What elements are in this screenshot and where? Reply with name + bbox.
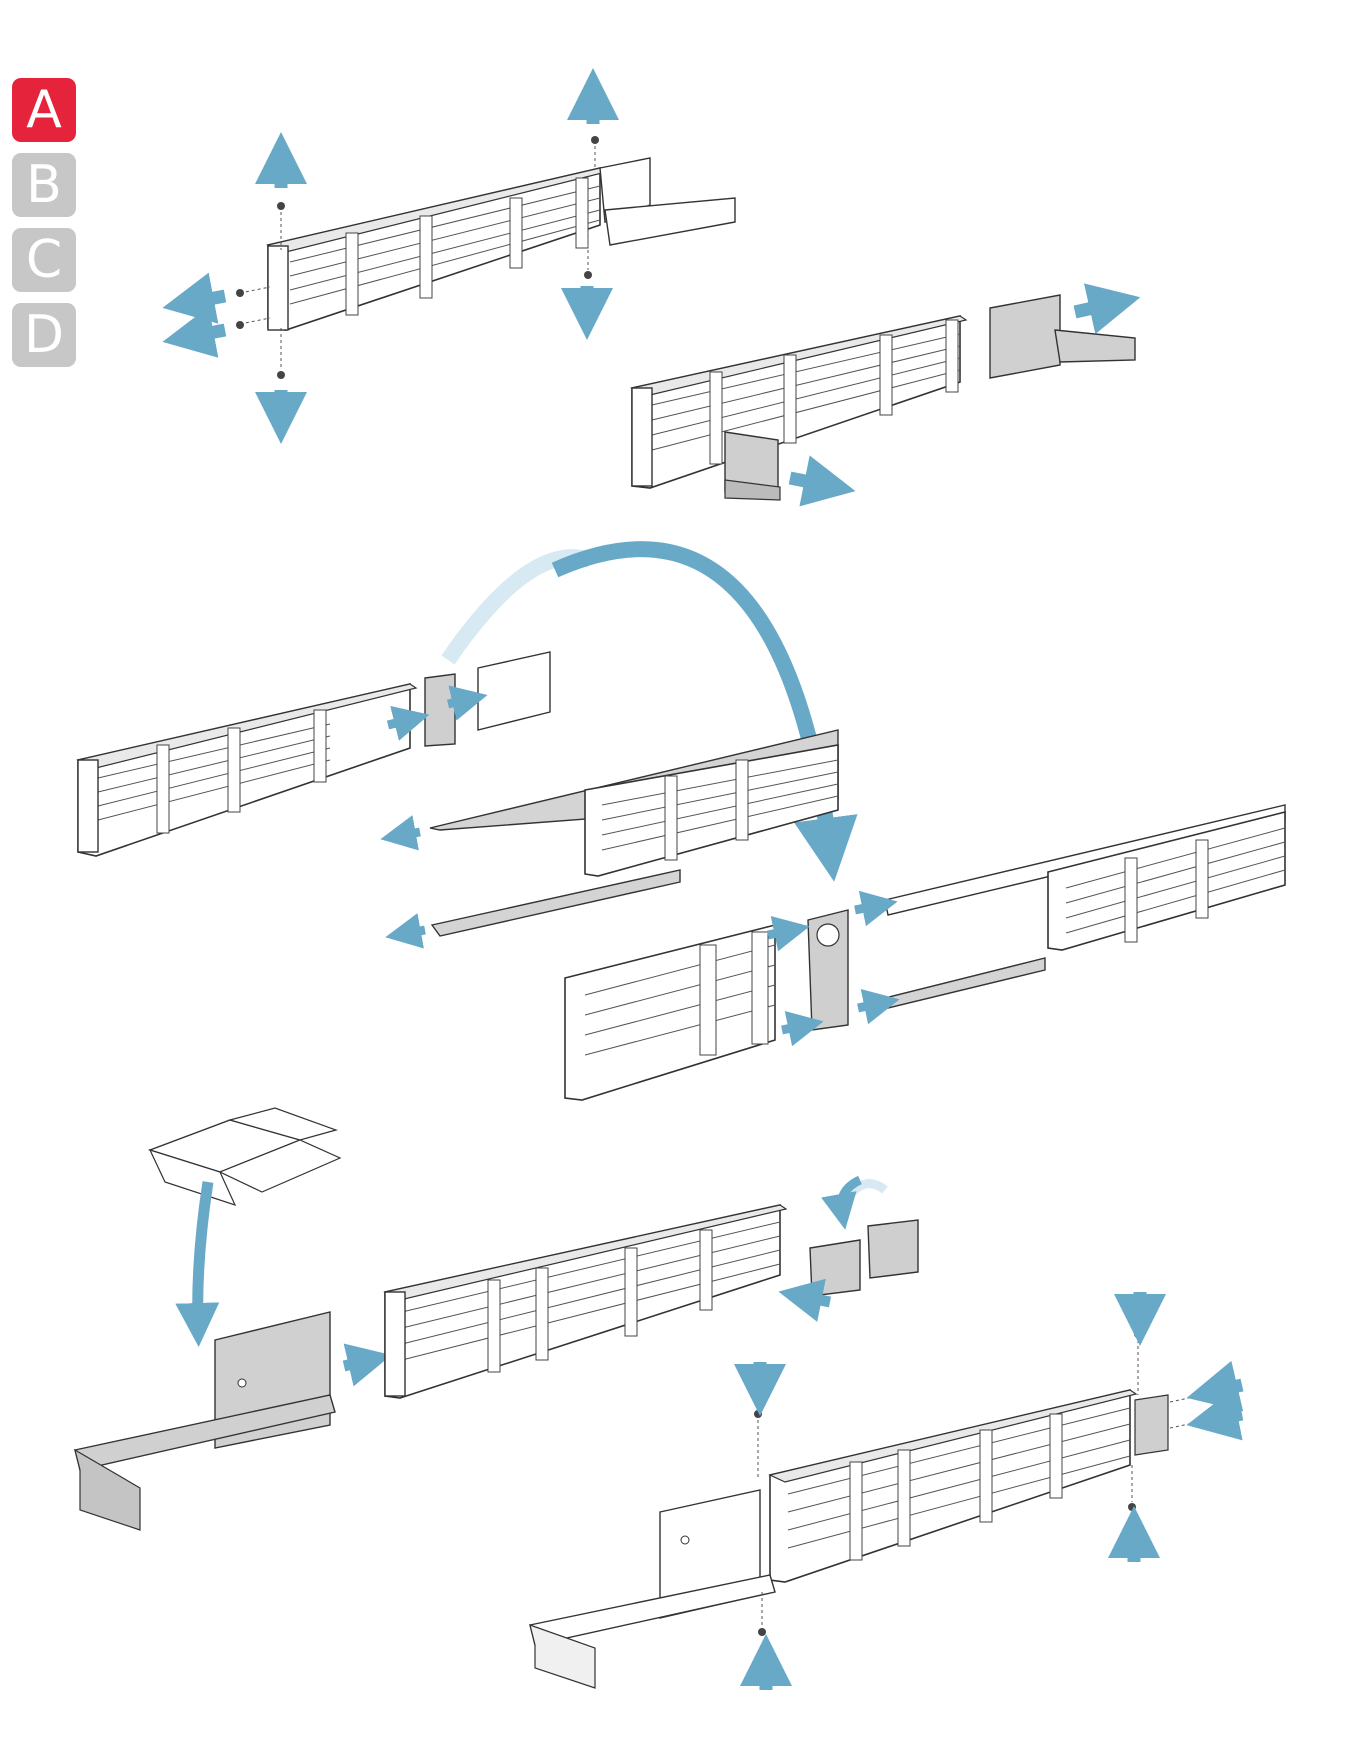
rail-unit-bottom xyxy=(385,1205,786,1398)
end-clip-final xyxy=(1135,1395,1168,1455)
connector-clip-detached xyxy=(725,432,780,500)
rail-unit-top-right xyxy=(632,316,966,488)
rail-unit-extended xyxy=(885,805,1285,1008)
end-bracket-top xyxy=(600,158,735,245)
rail-unit-mid-left xyxy=(78,684,416,856)
end-bracket-final xyxy=(530,1490,775,1688)
clip-rotate-group xyxy=(810,1220,918,1296)
box-down-arrow xyxy=(198,1182,208,1325)
rail-unit-final xyxy=(770,1390,1136,1582)
clip-and-insert-small xyxy=(425,652,550,746)
clip-insert-arrow xyxy=(800,1296,830,1302)
box-icon xyxy=(150,1108,340,1205)
rail-unit-top-left xyxy=(268,168,606,330)
end-bracket-new xyxy=(75,1312,335,1530)
rail-unit-mid-center xyxy=(430,730,838,936)
insert-assembly-large xyxy=(565,910,848,1100)
bracket-insert-arrow xyxy=(344,1360,370,1366)
